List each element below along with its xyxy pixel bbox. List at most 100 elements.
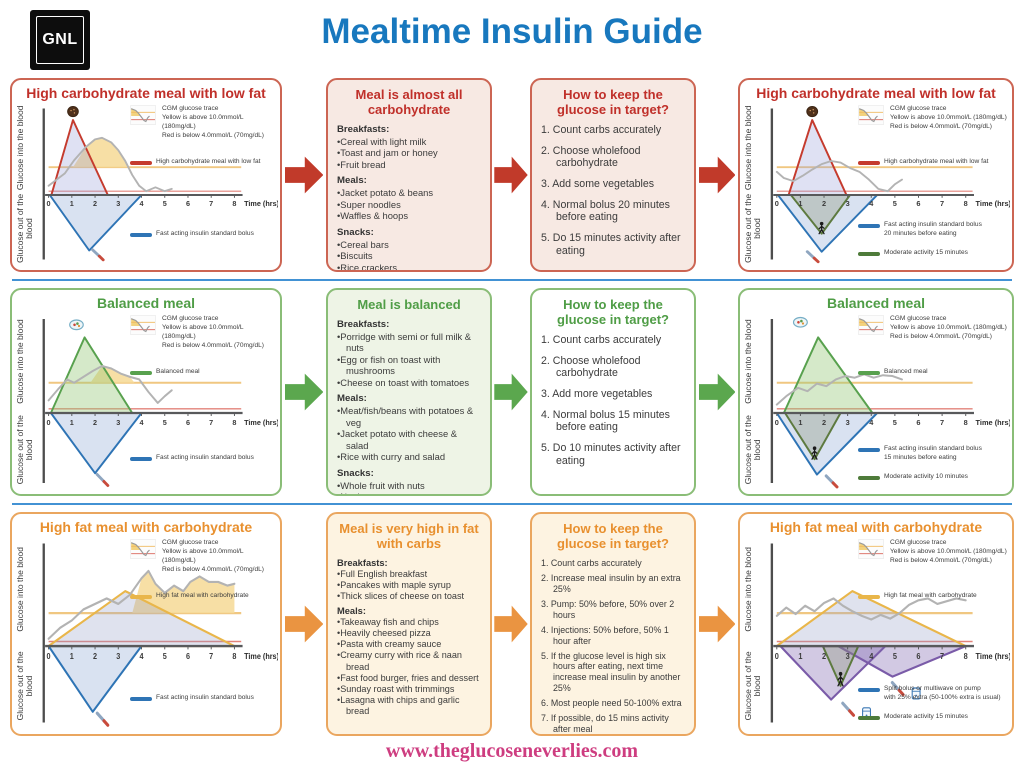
howto-step: If possible, do 15 mins activity after m… [550, 713, 669, 734]
meal-item: Meat/fish/beans with potatoes & veg [337, 405, 481, 428]
meal-panel-title: Meal is very high in fat with carbs [339, 521, 479, 551]
meal-section-heading: Breakfasts: [337, 557, 388, 568]
x-tick-label: 4 [139, 652, 144, 662]
meal-item: Takeaway fish and chips [337, 617, 481, 628]
x-tick-label: 1 [798, 200, 802, 208]
x-tick-label: 5 [163, 652, 168, 662]
howto-step: Do 10 minutes activity after eating [552, 442, 681, 467]
x-tick-label: 2 [822, 652, 827, 661]
x-tick-label: 2 [93, 418, 97, 427]
row-divider [12, 279, 1012, 281]
pump-icon [862, 707, 872, 720]
meal-item: Biscuits [337, 250, 481, 261]
meal-section-heading: Snacks: [337, 226, 374, 238]
howto-step: If the glucose level is high six hours a… [550, 650, 681, 693]
x-tick-label: 2 [93, 200, 97, 208]
meal-sections: Breakfasts:Full English breakfastPancake… [337, 558, 481, 717]
x-tick-label: 5 [893, 418, 897, 427]
meal-panel-title: Meal is balanced [357, 297, 461, 312]
meal-item: Heavily cheesed pizza [337, 628, 481, 639]
howto-step: Count carbs accurately [552, 123, 662, 136]
meal-item-list: Takeaway fish and chipsHeavily cheesed p… [337, 617, 481, 717]
y-axis-label-glucose-into: Glucose into the blood [743, 319, 753, 404]
flow-arrow-icon [698, 605, 736, 643]
x-tick-label: 0 [775, 418, 779, 427]
x-tick-label: 8 [964, 652, 969, 661]
x-tick-label: 7 [940, 652, 944, 661]
meal-sections: Breakfasts:Porridge with semi or full mi… [337, 318, 481, 494]
time-axis-label: Time (hrs) [244, 652, 278, 662]
meal-item: Waffles & hoops [337, 210, 481, 221]
meal-section-heading: Snacks: [337, 467, 374, 479]
howto-step: Count carbs accurately [550, 557, 642, 568]
donut-icon [806, 106, 819, 118]
x-tick-label: 1 [798, 652, 803, 661]
x-tick-label: 8 [964, 200, 968, 208]
howto-step: Normal bolus 20 minutes before eating [552, 198, 670, 224]
meal-sections: Breakfasts:Cereal with light milkToast a… [337, 124, 481, 270]
walker-icon [811, 446, 818, 460]
flow-arrow-icon [698, 156, 736, 194]
howto-step: Choose wholefood carbohydrate [552, 354, 641, 380]
x-tick-label: 8 [232, 652, 237, 662]
meal-item: Cheese on toast with tomatoes [337, 377, 481, 388]
pen-icon [841, 701, 856, 717]
meal-item: Full English breakfast [337, 569, 481, 580]
meal-item: Porridge with semi or full milk & nuts [337, 331, 481, 354]
x-tick-label: 0 [47, 200, 51, 208]
meal-item: Rice with curry and salad [337, 451, 481, 462]
time-axis-label: Time (hrs) [976, 200, 1010, 208]
x-tick-label: 7 [940, 418, 944, 427]
x-tick-label: 7 [209, 652, 213, 662]
howto-step: Injections: 50% before, 50% 1 hour after [550, 624, 669, 646]
gnl-logo-text: GNL [36, 16, 84, 64]
howto-step: Add some vegetables [552, 177, 655, 190]
x-tick-label: 6 [186, 418, 190, 427]
y-axis-label-glucose-out: Glucose out of the blood [15, 651, 34, 721]
meal-item: Fast food burger, fries and dessert [337, 673, 481, 684]
meal-section-heading: Breakfasts: [337, 318, 390, 330]
x-tick-label: 3 [116, 200, 120, 208]
chart-panel-title: High fat meal with carbohydrate [769, 519, 983, 535]
chart-panel-title: Balanced meal [826, 295, 926, 311]
meal-item: Nut butter on toast [337, 491, 481, 494]
y-axis-label-glucose-into: Glucose into the blood [743, 105, 753, 190]
howto-step: Add more vegetables [552, 387, 653, 400]
meal-item-list: Whole fruit with nutsNut butter on toast… [337, 480, 481, 494]
howto-panel: How to keep the glucose in target?Count … [530, 288, 696, 496]
x-tick-label: 8 [232, 200, 236, 208]
meal-item: Fruit bread [337, 159, 481, 170]
x-tick-label: 0 [47, 418, 51, 427]
meal-section-heading: Meals: [337, 175, 367, 187]
gnl-logo: GNL [30, 10, 90, 70]
time-axis-label: Time (hrs) [976, 418, 1010, 427]
meal-item: Lasagna with chips and garlic bread [337, 695, 481, 717]
walker-icon [837, 671, 844, 687]
page-title: Mealtime Insulin Guide [321, 12, 703, 51]
howto-panel: How to keep the glucose in target?Count … [530, 512, 696, 736]
x-tick-label: 0 [775, 200, 779, 208]
y-axis-label-glucose-out: Glucose out of the blood [15, 414, 34, 484]
x-tick-label: 4 [869, 652, 874, 661]
flow-arrow-icon [284, 605, 324, 643]
time-axis-label: Time (hrs) [244, 418, 278, 427]
meal-item: Toast and jam or honey [337, 147, 481, 158]
website-url: www.theglucoseneverlies.com [385, 740, 639, 762]
